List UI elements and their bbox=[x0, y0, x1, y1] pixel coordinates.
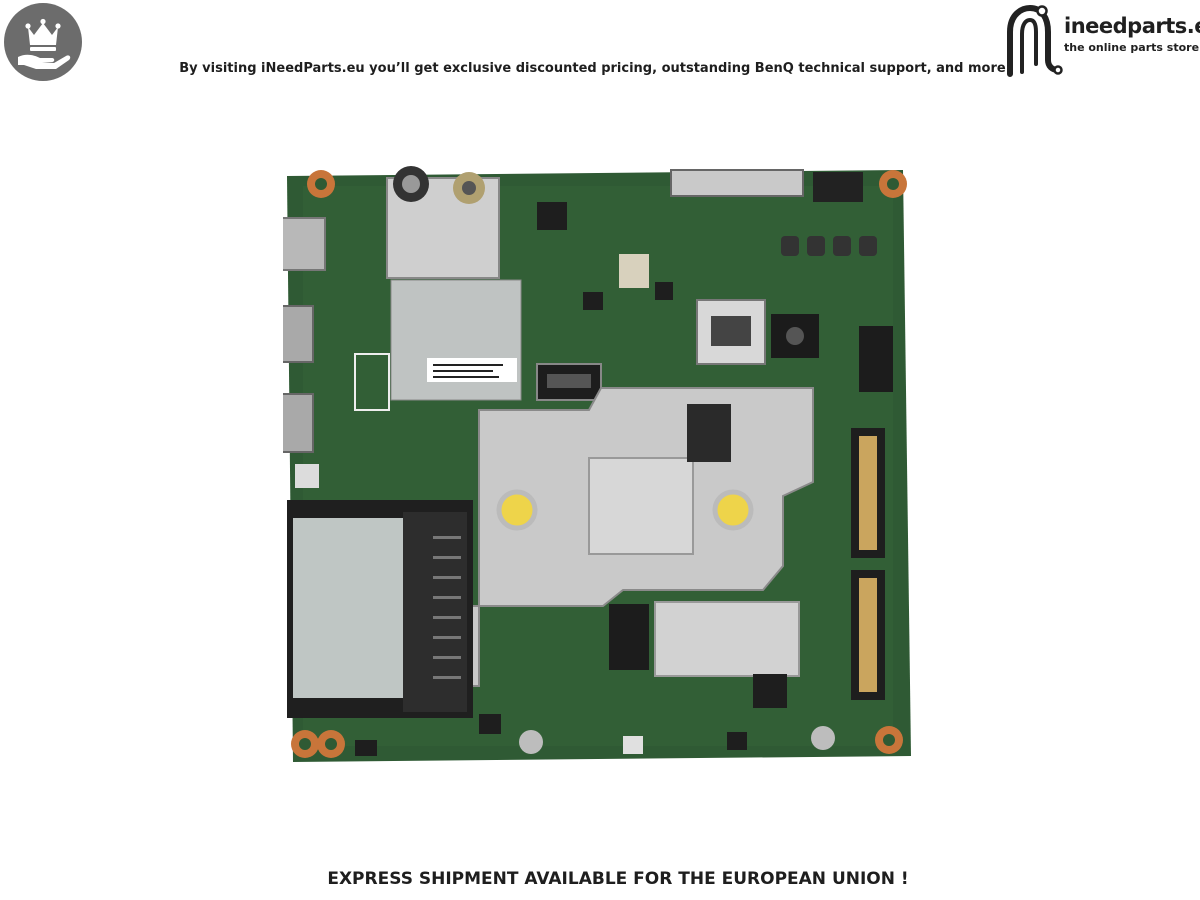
product-photo-circuit-board bbox=[283, 166, 911, 762]
logo-name: ineedparts.eu bbox=[1064, 14, 1200, 38]
logo-tagline: the online parts store bbox=[1064, 41, 1200, 54]
n-cable-logo-icon bbox=[1007, 4, 1063, 77]
page-header: By visiting iNeedParts.eu you’ll get exc… bbox=[0, 0, 1200, 95]
shipping-notice: EXPRESS SHIPMENT AVAILABLE FOR THE EUROP… bbox=[327, 869, 909, 889]
crown-on-hand-icon bbox=[4, 3, 82, 81]
promo-banner-text: By visiting iNeedParts.eu you’ll get exc… bbox=[179, 61, 1006, 76]
site-logo[interactable]: ineedparts.eu the online parts store bbox=[1002, 2, 1200, 77]
